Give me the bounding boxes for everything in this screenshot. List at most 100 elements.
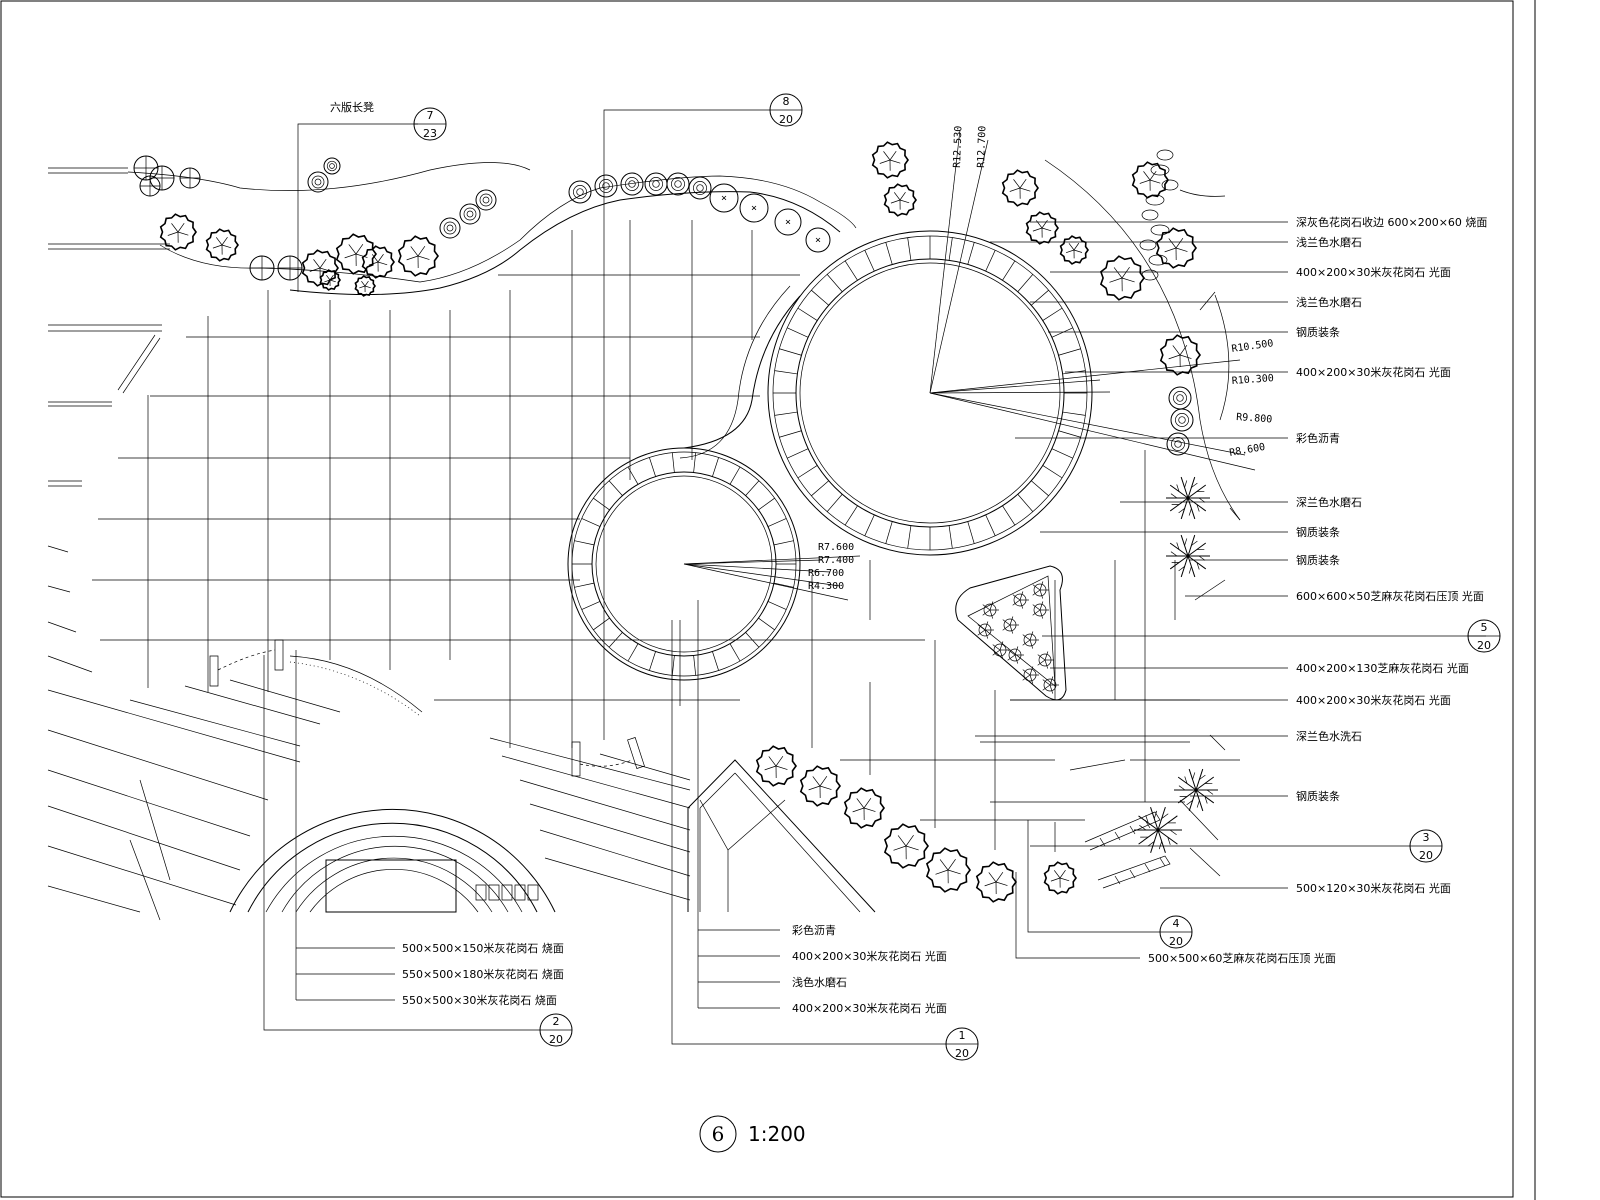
paving-grid	[92, 220, 1240, 852]
small-circle-plaza	[568, 448, 860, 680]
tree-symbol-11	[363, 246, 394, 278]
right-note-6: 400×200×30米灰花岗石 光面	[1296, 365, 1451, 379]
tree-symbol-43	[1166, 535, 1210, 577]
dim-s1: R7.600	[818, 542, 854, 553]
tree-symbol-51	[977, 862, 1016, 902]
tree-symbol-3	[140, 176, 160, 196]
tree-symbol-48	[845, 788, 884, 828]
tree-symbol-42	[1166, 477, 1210, 519]
tree-symbol-7	[250, 256, 274, 280]
tree-symbol-44	[1174, 769, 1218, 811]
tree-symbol-29: ×	[806, 228, 830, 252]
callout-2-20: 2 20	[540, 1014, 572, 1046]
svg-text:23: 23	[423, 127, 437, 140]
tree-symbol-46	[757, 746, 796, 786]
tree-symbol-17	[440, 218, 460, 238]
tree-symbol-24	[667, 173, 689, 195]
callout-4-20: 4 20	[1160, 916, 1192, 948]
tree-symbol-35	[1101, 256, 1144, 300]
svg-text:20: 20	[1477, 639, 1491, 652]
tree-symbol-34	[1061, 236, 1088, 264]
callout-5-20: 5 20	[1468, 620, 1500, 652]
right-note-2: 浅兰色水磨石	[1296, 235, 1362, 249]
tree-symbol-37	[1133, 162, 1168, 198]
svg-text:4: 4	[1173, 917, 1180, 930]
svg-text:5: 5	[1481, 621, 1488, 634]
svg-text:20: 20	[1169, 935, 1183, 948]
tree-symbol-28: ×	[775, 209, 801, 235]
right-note-4: 浅兰色水磨石	[1296, 295, 1362, 309]
dim-big-2: R12.700	[976, 126, 988, 169]
svg-text:×: ×	[785, 217, 791, 228]
svg-text:1: 1	[959, 1029, 966, 1042]
right-stairs	[1085, 812, 1170, 888]
dim-s2: R7.400	[818, 555, 854, 566]
tree-symbol-12	[399, 236, 438, 276]
svg-text:×: ×	[751, 203, 757, 214]
tree-symbol-26: ×	[710, 184, 738, 212]
svg-text:2: 2	[553, 1015, 560, 1028]
right-note-11: 600×600×50芝麻灰花岗石压顶 光面	[1296, 589, 1484, 603]
callout-8-20: 8 20	[770, 94, 802, 126]
benches	[210, 640, 644, 776]
tree-symbol-31	[885, 184, 916, 216]
tree-symbol-41	[1167, 433, 1189, 455]
annotation-text: 六版长凳 R12.530 R12.700 R10.500 R10.300 R9.…	[330, 100, 1487, 1015]
dim-r9-8: R9.800	[1236, 412, 1273, 425]
svg-text:7: 7	[427, 109, 434, 122]
large-circle-plaza	[768, 130, 1255, 555]
right-note-16: 500×120×30米灰花岗石 光面	[1296, 881, 1451, 895]
dim-r10-3: R10.300	[1231, 373, 1274, 387]
tree-symbol-52	[1045, 862, 1076, 894]
tree-symbol-9	[303, 250, 338, 286]
bm-note-3: 浅色水磨石	[792, 975, 847, 989]
svg-text:3: 3	[1423, 831, 1430, 844]
tree-symbol-39	[1169, 387, 1191, 409]
dim-big-1: R12.530	[952, 126, 964, 169]
bl-note-3: 550×500×30米灰花岗石 烧面	[402, 993, 557, 1007]
triangle-planter	[956, 566, 1066, 700]
dim-s3: R6.700	[808, 568, 844, 579]
sheet-border	[1, 0, 1535, 1200]
right-note-5: 钢质装条	[1296, 325, 1340, 339]
dim-r8-6: R8.600	[1229, 442, 1266, 459]
tree-symbol-15	[308, 172, 328, 192]
tree-symbol-50	[927, 848, 970, 892]
tree-symbol-40	[1171, 409, 1193, 431]
left-stripes	[48, 168, 170, 672]
svg-text:20: 20	[1419, 849, 1433, 862]
tree-symbol-16	[324, 158, 340, 174]
tree-symbol-47	[801, 766, 840, 806]
tree-symbol-19	[476, 190, 496, 210]
tree-symbol-38	[1161, 335, 1200, 375]
drawing-title: 6 1:200	[700, 1116, 806, 1152]
br-note: 500×500×60芝麻灰花岗石压顶 光面	[1148, 951, 1336, 965]
triangle-structure	[688, 760, 875, 912]
tree-symbol-22	[621, 173, 643, 195]
tree-symbol-36	[1157, 228, 1196, 268]
bl-note-1: 500×500×150米灰花岗石 烧面	[402, 941, 564, 955]
tree-symbol-33	[1027, 212, 1058, 244]
svg-text:×: ×	[721, 193, 727, 204]
tree-symbol-14	[320, 270, 340, 290]
planting-trees: × × × ×	[134, 142, 1218, 902]
callout-1-20: 1 20	[946, 1028, 978, 1060]
tree-symbol-4	[180, 168, 200, 188]
tree-symbol-5	[161, 214, 196, 250]
connecting-walkway	[680, 286, 800, 458]
right-note-9: 钢质装条	[1296, 525, 1340, 539]
right-note-12: 400×200×130芝麻灰花岗石 光面	[1296, 661, 1469, 675]
right-note-14: 深兰色水洗石	[1296, 729, 1362, 743]
svg-text:20: 20	[549, 1033, 563, 1046]
plaza-diagonal-paving	[48, 680, 690, 920]
outer-arc	[1045, 160, 1240, 520]
tree-symbol-6	[207, 229, 238, 261]
tree-symbol-1	[134, 156, 158, 180]
right-note-13: 400×200×30米灰花岗石 光面	[1296, 693, 1451, 707]
tree-symbol-30	[873, 142, 908, 178]
tree-symbol-25	[689, 177, 711, 199]
dim-r10-5: R10.500	[1231, 338, 1274, 355]
drawing-scale: 1:200	[748, 1122, 806, 1146]
drawing-number: 6	[712, 1122, 725, 1146]
